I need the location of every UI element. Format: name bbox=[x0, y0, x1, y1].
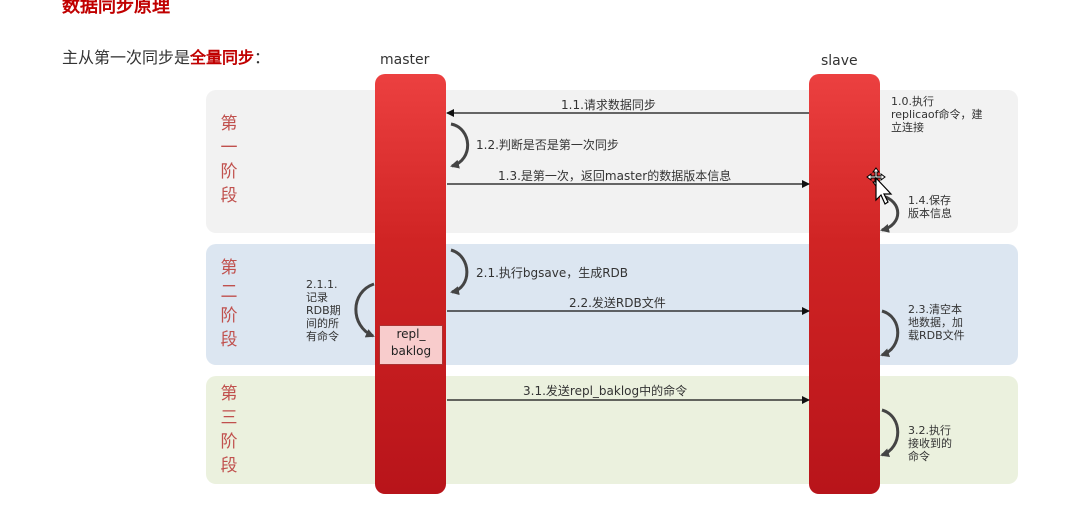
intro-prefix: 主从第一次同步是 bbox=[62, 48, 191, 67]
phase-1-panel bbox=[206, 90, 1018, 233]
phase-2-panel bbox=[206, 244, 1018, 365]
phase-char: 阶 bbox=[220, 432, 238, 451]
note-line: 1.0.执行 bbox=[891, 95, 934, 108]
self-loop-2-3 bbox=[880, 309, 900, 358]
phase-char: 第 bbox=[220, 384, 238, 403]
note-2-1-1: 2.1.1. 记录 RDB期 间的所 有命令 bbox=[306, 278, 341, 343]
intro-bold: 全量同步 bbox=[190, 48, 255, 67]
phase-1-label: 第 一 阶 段 bbox=[218, 112, 240, 208]
msg-1-2: 1.2.判断是否是第一次同步 bbox=[476, 138, 619, 152]
msg-3-1: 3.1.发送repl_baklog中的命令 bbox=[523, 384, 688, 398]
note-line: 间的所 bbox=[306, 317, 339, 330]
phase-char: 第 bbox=[220, 258, 238, 277]
master-lifeline bbox=[375, 74, 446, 494]
self-loop-3-2 bbox=[880, 408, 900, 458]
phase-char: 阶 bbox=[220, 162, 238, 181]
self-loop-2-1 bbox=[450, 248, 469, 296]
note-line: 1.4.保存 bbox=[908, 194, 951, 207]
note-1-0: 1.0.执行 replicaof命令，建 立连接 bbox=[891, 95, 983, 134]
slave-lifeline bbox=[809, 74, 880, 494]
note-line: 2.3.清空本 bbox=[908, 303, 962, 316]
phase-char: 段 bbox=[220, 186, 238, 205]
note-1-4: 1.4.保存 版本信息 bbox=[908, 194, 952, 220]
phase-char: 段 bbox=[220, 330, 238, 349]
self-loop-1-2 bbox=[450, 122, 470, 169]
phase-3-label: 第 三 阶 段 bbox=[218, 382, 240, 478]
msg-1-1: 1.1.请求数据同步 bbox=[561, 98, 656, 112]
phase-char: 二 bbox=[220, 282, 238, 301]
cursor-icon bbox=[866, 167, 893, 205]
repl-box-line: repl_ bbox=[396, 327, 426, 341]
note-line: RDB期 bbox=[306, 304, 341, 317]
page-title: 数据同步原理 bbox=[62, 0, 170, 17]
phase-char: 段 bbox=[220, 456, 238, 475]
note-line: 有命令 bbox=[306, 330, 339, 343]
note-line: replicaof命令，建 bbox=[891, 108, 983, 121]
note-line: 地数据，加 bbox=[908, 316, 963, 329]
phase-char: 一 bbox=[220, 138, 238, 157]
msg-1-3: 1.3.是第一次，返回master的数据版本信息 bbox=[498, 169, 732, 183]
intro-text: 主从第一次同步是全量同步： bbox=[62, 44, 270, 68]
phase-char: 第 bbox=[220, 114, 238, 133]
phase-2-label: 第 二 阶 段 bbox=[218, 256, 240, 352]
master-header: master bbox=[380, 52, 430, 68]
note-line: 3.2.执行 bbox=[908, 424, 951, 437]
slave-header: slave bbox=[821, 53, 858, 69]
note-2-3: 2.3.清空本 地数据，加 载RDB文件 bbox=[908, 303, 965, 342]
phase-char: 阶 bbox=[220, 306, 238, 325]
self-loop-1-4 bbox=[880, 194, 900, 233]
msg-2-2: 2.2.发送RDB文件 bbox=[569, 296, 666, 310]
note-line: 载RDB文件 bbox=[908, 329, 965, 342]
note-3-2: 3.2.执行 接收到的 命令 bbox=[908, 424, 952, 463]
self-loop-2-1-1 bbox=[354, 282, 375, 338]
repl-box-line: baklog bbox=[390, 344, 432, 358]
note-line: 2.1.1. bbox=[306, 278, 338, 291]
intro-suffix: ： bbox=[254, 48, 271, 67]
note-line: 接收到的 bbox=[908, 437, 952, 450]
phase-char: 三 bbox=[220, 408, 238, 427]
note-line: 版本信息 bbox=[908, 207, 952, 220]
msg-2-1: 2.1.执行bgsave，生成RDB bbox=[476, 266, 629, 280]
note-line: 记录 bbox=[306, 291, 328, 304]
note-line: 命令 bbox=[908, 450, 930, 463]
repl-baklog-box: repl_ baklog bbox=[379, 325, 443, 365]
phase-3-panel bbox=[206, 376, 1018, 484]
note-line: 立连接 bbox=[891, 121, 924, 134]
